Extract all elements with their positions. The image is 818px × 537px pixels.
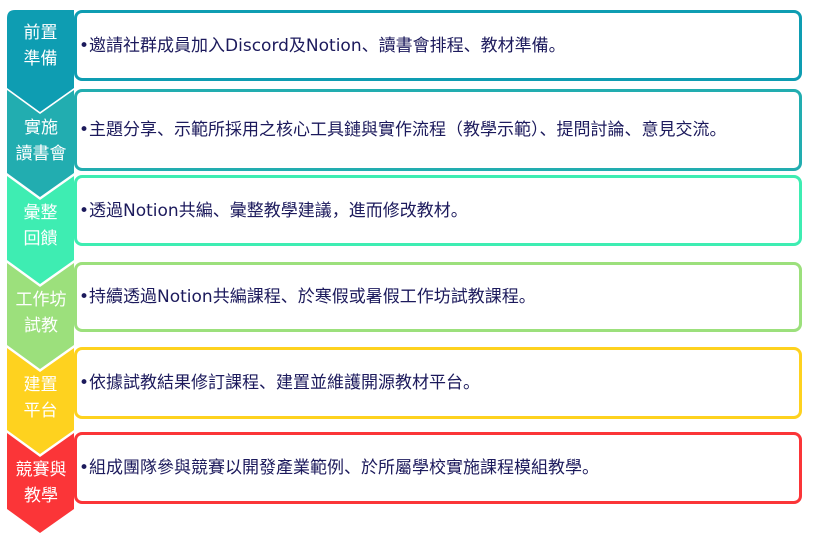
step-label-3: 彙整 回饋 <box>7 200 74 252</box>
step-description: •持續透過Notion共編課程、於寒假或暑假工作坊試教課程。 <box>79 287 536 307</box>
chevron-step-1 <box>7 10 74 112</box>
step-box-6: •組成團隊參與競賽以開發產業範例、於所屬學校實施課程模組教學。 <box>74 432 802 504</box>
chevron-step-2 <box>7 90 74 197</box>
step-label-line1: 建置 <box>23 375 58 395</box>
step-label-line2: 平台 <box>23 401 58 421</box>
step-label-1: 前置 準備 <box>7 20 74 72</box>
chevron-step-4 <box>7 263 74 369</box>
step-label-line2: 準備 <box>23 49 58 69</box>
step-label-line1: 工作坊 <box>15 290 67 310</box>
chevron-step-3 <box>7 176 74 284</box>
step-label-line1: 競賽與 <box>15 460 67 480</box>
chevron-step-6 <box>7 433 74 533</box>
step-description: •主題分享、示範所採用之核心工具鏈與實作流程（教學示範）、提問討論、意見交流。 <box>79 120 727 140</box>
step-label-line1: 彙整 <box>23 203 58 223</box>
step-description: •邀請社群成員加入Discord及Notion、讀書會排程、教材準備。 <box>79 35 566 56</box>
step-label-line2: 讀書會 <box>15 144 67 164</box>
step-box-2: •主題分享、示範所採用之核心工具鏈與實作流程（教學示範）、提問討論、意見交流。 <box>74 89 802 171</box>
step-label-line2: 回饋 <box>23 229 58 249</box>
step-label-line2: 教學 <box>24 486 58 506</box>
step-box-4: •持續透過Notion共編課程、於寒假或暑假工作坊試教課程。 <box>74 262 802 332</box>
step-label-5: 建置 平台 <box>7 372 74 424</box>
step-label-6: 競賽與 教學 <box>5 457 77 509</box>
step-label-line1: 前置 <box>23 23 58 43</box>
step-box-3: •透過Notion共編、彙整教學建議，進而修改教材。 <box>74 175 802 246</box>
step-label-4: 工作坊 試教 <box>5 287 77 339</box>
step-description: •透過Notion共編、彙整教學建議，進而修改教材。 <box>79 200 468 221</box>
step-label-line1: 實施 <box>24 118 58 138</box>
step-box-5: •依據試教結果修訂課程、建置並維護開源教材平台。 <box>74 347 802 419</box>
step-label-2: 實施 讀書會 <box>5 115 77 167</box>
step-box-1: •邀請社群成員加入Discord及Notion、讀書會排程、教材準備。 <box>74 10 802 81</box>
step-description: •組成團隊參與競賽以開發產業範例、於所屬學校實施課程模組教學。 <box>79 458 600 478</box>
step-description: •依據試教結果修訂課程、建置並維護開源教材平台。 <box>79 373 481 393</box>
step-label-line2: 試教 <box>24 316 58 336</box>
chevron-step-5 <box>7 348 74 454</box>
